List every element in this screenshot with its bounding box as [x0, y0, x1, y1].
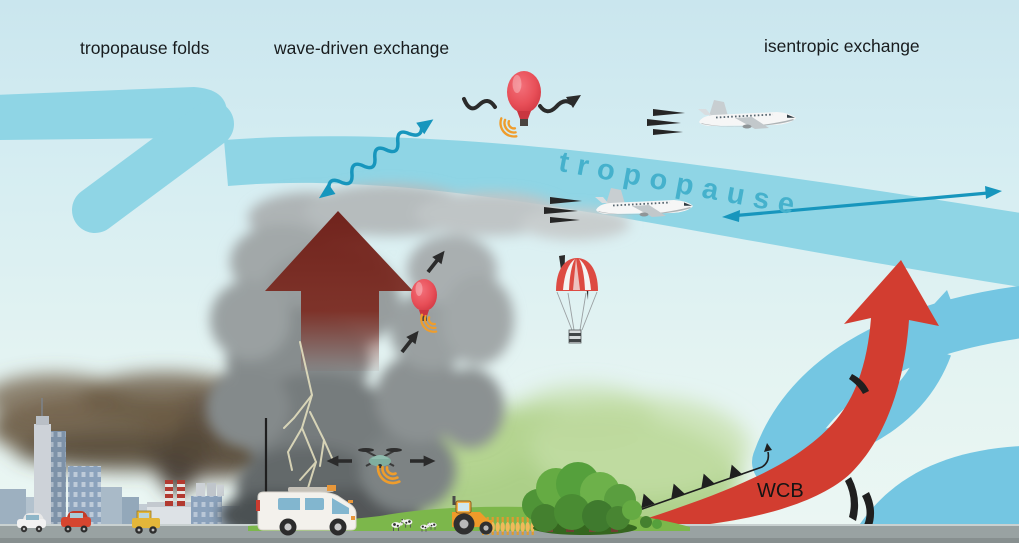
- trees-icon: [522, 462, 662, 535]
- dropsonde-icon: [556, 255, 598, 344]
- signal-waves-icon: [494, 114, 521, 142]
- drone-icon: [358, 448, 404, 490]
- cars: [17, 510, 160, 534]
- measurement-van-icon: [256, 418, 357, 536]
- updraft-arrow-icon: [265, 211, 413, 371]
- front-spikes-icon: [845, 374, 875, 529]
- aircraft-icon: [646, 99, 797, 136]
- white-car-icon: [17, 513, 46, 533]
- label-wave-driven-exchange: wave-driven exchange: [274, 38, 450, 58]
- weather-balloon-icon: [411, 279, 441, 337]
- cold-front-icon: [627, 443, 772, 515]
- wave-left-icon: [462, 97, 497, 111]
- isentropic-arrow-icon: [722, 186, 1002, 222]
- red-car-icon: [61, 511, 91, 533]
- stratospheric-balloon-icon: [494, 71, 541, 142]
- label-isentropic-exchange: isentropic exchange: [764, 36, 920, 56]
- tropopause-band: [0, 87, 1019, 287]
- label-wcb: WCB: [757, 480, 804, 502]
- wheat-field-icon: [482, 517, 534, 535]
- tractor-icon: [452, 496, 493, 535]
- yellow-jeep-icon: [132, 510, 160, 534]
- wcb-arrow-icon: [642, 260, 939, 529]
- label-tropopause-folds: tropopause folds: [80, 38, 210, 58]
- wave-right-arrow-icon: [538, 95, 581, 114]
- gravity-wave-arrow-icon: [318, 119, 434, 199]
- lightning-icon: [283, 341, 333, 489]
